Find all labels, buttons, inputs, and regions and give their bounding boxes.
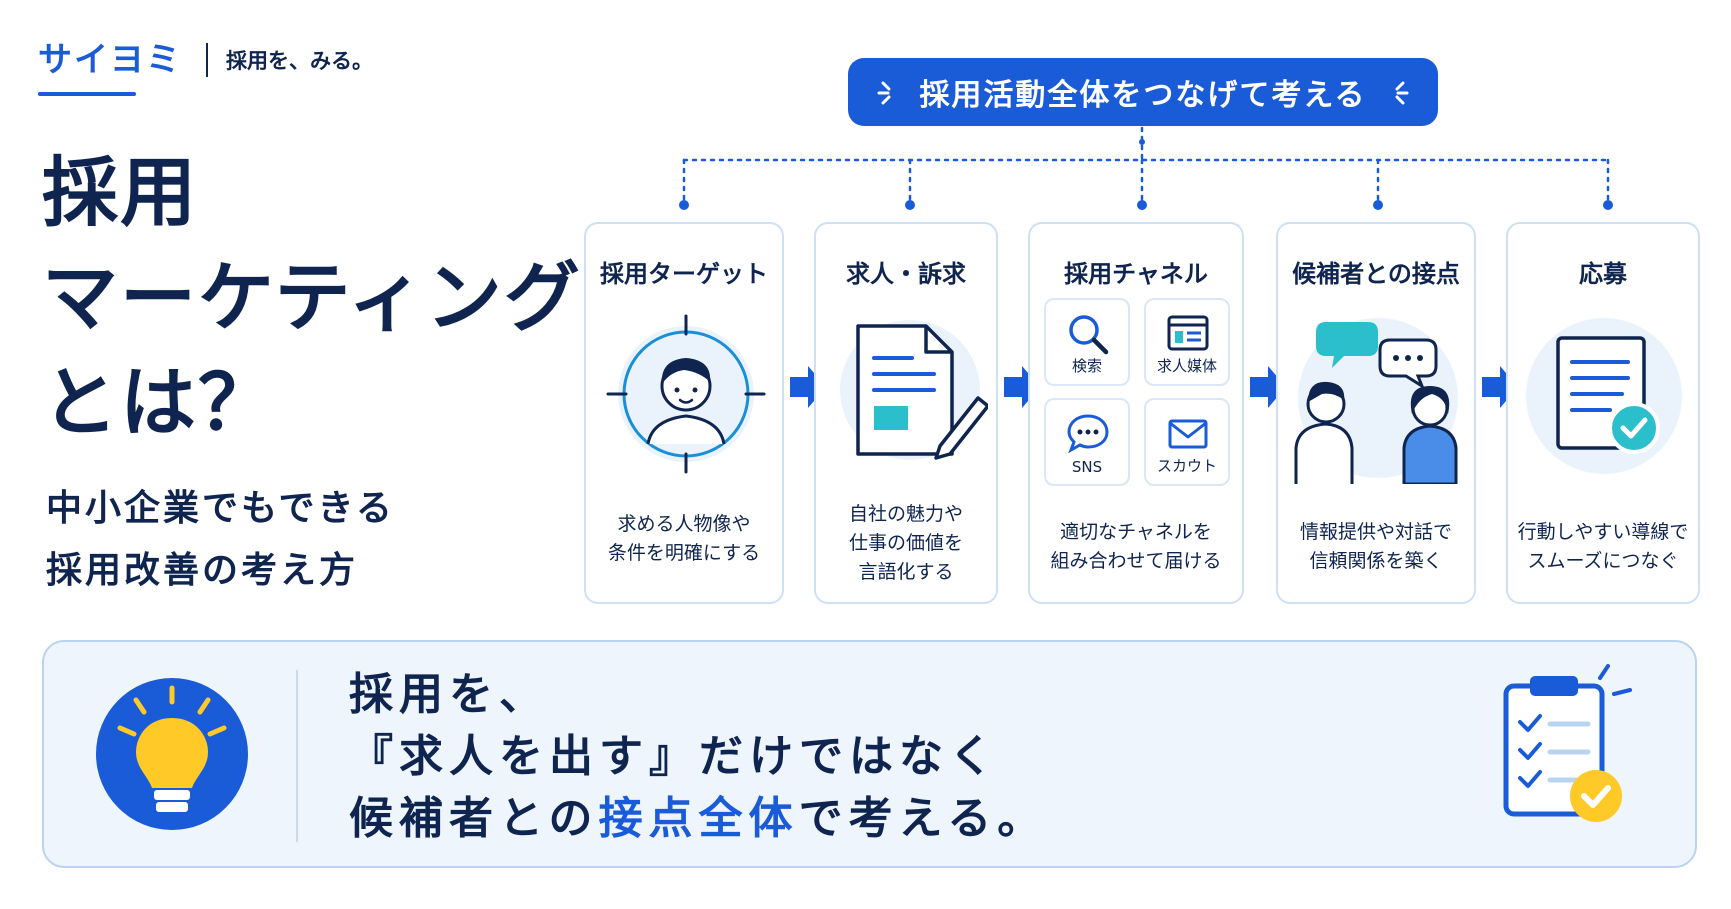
search-icon <box>1069 315 1109 355</box>
channel-sns: SNS <box>1044 398 1130 486</box>
channel-search: 検索 <box>1044 298 1130 386</box>
step-title: 応募 <box>1579 260 1627 288</box>
target-person-icon <box>606 314 766 474</box>
channel-scout: スカウト <box>1144 398 1230 486</box>
lightbulb-icon <box>117 685 227 812</box>
message-line-1: 採用を、 <box>349 669 549 720</box>
step-desc-line: 求める人物像や <box>617 513 751 535</box>
step-card-touchpoint: 候補者との接点 情報提供や対話で 信頼関係を築く <box>1276 222 1476 604</box>
step-desc-line: 仕事の価値を <box>848 532 963 554</box>
subtitle-line-2: 採用改善の考え方 <box>46 550 359 591</box>
brand-underline <box>38 92 136 96</box>
clipboard-check-icon <box>1503 664 1632 822</box>
key-message-panel: 採用を、 『求人を出す』だけではなく 候補者との接点全体で考える。 <box>42 640 1697 868</box>
brand-logo: サイヨミ <box>38 40 182 80</box>
brand-tagline: 採用を、みる。 <box>226 49 373 73</box>
step-desc-line: 条件を明確にする <box>607 542 761 564</box>
message-line-3-post: で考える。 <box>798 793 1048 844</box>
step-card-appeal: 求人・訴求 自社の魅力や 仕事の価値を 言語化する <box>814 222 998 604</box>
channel-label: スカウト <box>1156 457 1217 475</box>
lightbulb-badge <box>96 678 248 830</box>
step-desc-line: 自社の魅力や <box>848 503 963 525</box>
step-desc-line: 情報提供や対話で <box>1299 521 1452 543</box>
step-card-application: 応募 行動しやすい導線で スムーズにつなぐ <box>1506 222 1700 604</box>
step-desc: 適切なチャネルを 組み合わせて届ける <box>1030 518 1242 576</box>
message-line-3-pre: 候補者との <box>349 793 599 844</box>
browser-window-icon <box>1167 315 1209 351</box>
step-card-target: 採用ターゲット 求める人物像や 条件を明確にする <box>584 222 784 604</box>
banner-text: 採用活動全体をつなげて考える <box>919 78 1367 113</box>
channel-job-media: 求人媒体 <box>1144 298 1230 386</box>
key-message: 採用を、 『求人を出す』だけではなく 候補者との接点全体で考える。 <box>349 664 1047 850</box>
step-desc-line: 組み合わせて届ける <box>1050 550 1222 572</box>
step-desc-line: 行動しやすい導線で <box>1517 521 1689 543</box>
spark-left-icon <box>877 81 891 105</box>
step-desc: 行動しやすい導線で スムーズにつなぐ <box>1508 518 1698 576</box>
step-title: 採用チャネル <box>1064 260 1208 288</box>
step-title: 採用ターゲット <box>600 260 768 288</box>
message-line-3: 候補者との接点全体で考える。 <box>349 788 1047 850</box>
step-desc-line: 適切なチャネルを <box>1060 521 1212 543</box>
channel-label: 求人媒体 <box>1156 357 1217 375</box>
message-highlight: 接点全体 <box>598 793 799 844</box>
conversation-icon <box>1294 318 1458 484</box>
step-desc: 求める人物像や 条件を明確にする <box>586 510 782 568</box>
step-desc: 情報提供や対話で 信頼関係を築く <box>1278 518 1474 576</box>
page-title: 採用 マーケティング とは？ <box>42 140 582 455</box>
step-card-channel: 採用チャネル 検索 求人媒体 SNS スカウト 適切なチャネルを 組み合わせて <box>1028 222 1244 604</box>
panel-divider <box>296 670 298 842</box>
message-line-2: 『求人を出す』だけではなく <box>349 731 999 782</box>
title-line-2: マーケティング <box>42 253 582 342</box>
step-desc: 自社の魅力や 仕事の価値を 言語化する <box>816 500 996 587</box>
channel-label: SNS <box>1071 458 1103 476</box>
flow-banner: 採用活動全体をつなげて考える <box>848 58 1438 126</box>
step-title: 求人・訴求 <box>846 260 966 288</box>
chat-bubble-icon <box>1067 414 1109 454</box>
document-pen-icon <box>840 320 988 460</box>
subtitle-line-1: 中小企業でもできる <box>46 488 395 529</box>
title-line-1: 採用 <box>42 148 198 237</box>
page-subtitle: 中小企業でもできる 採用改善の考え方 <box>46 478 395 602</box>
spark-right-icon <box>1395 81 1409 105</box>
step-desc-line: 言語化する <box>858 561 954 583</box>
application-check-icon <box>1526 318 1682 474</box>
step-desc-line: スムーズにつなぐ <box>1527 550 1679 572</box>
envelope-icon <box>1168 419 1208 449</box>
brand-header: サイヨミ 採用を、みる。 <box>38 40 373 96</box>
title-line-3: とは？ <box>42 358 276 447</box>
brand-divider <box>206 43 208 77</box>
channel-label: 検索 <box>1071 357 1102 375</box>
step-desc-line: 信頼関係を築く <box>1309 550 1443 572</box>
step-title: 候補者との接点 <box>1292 260 1460 288</box>
